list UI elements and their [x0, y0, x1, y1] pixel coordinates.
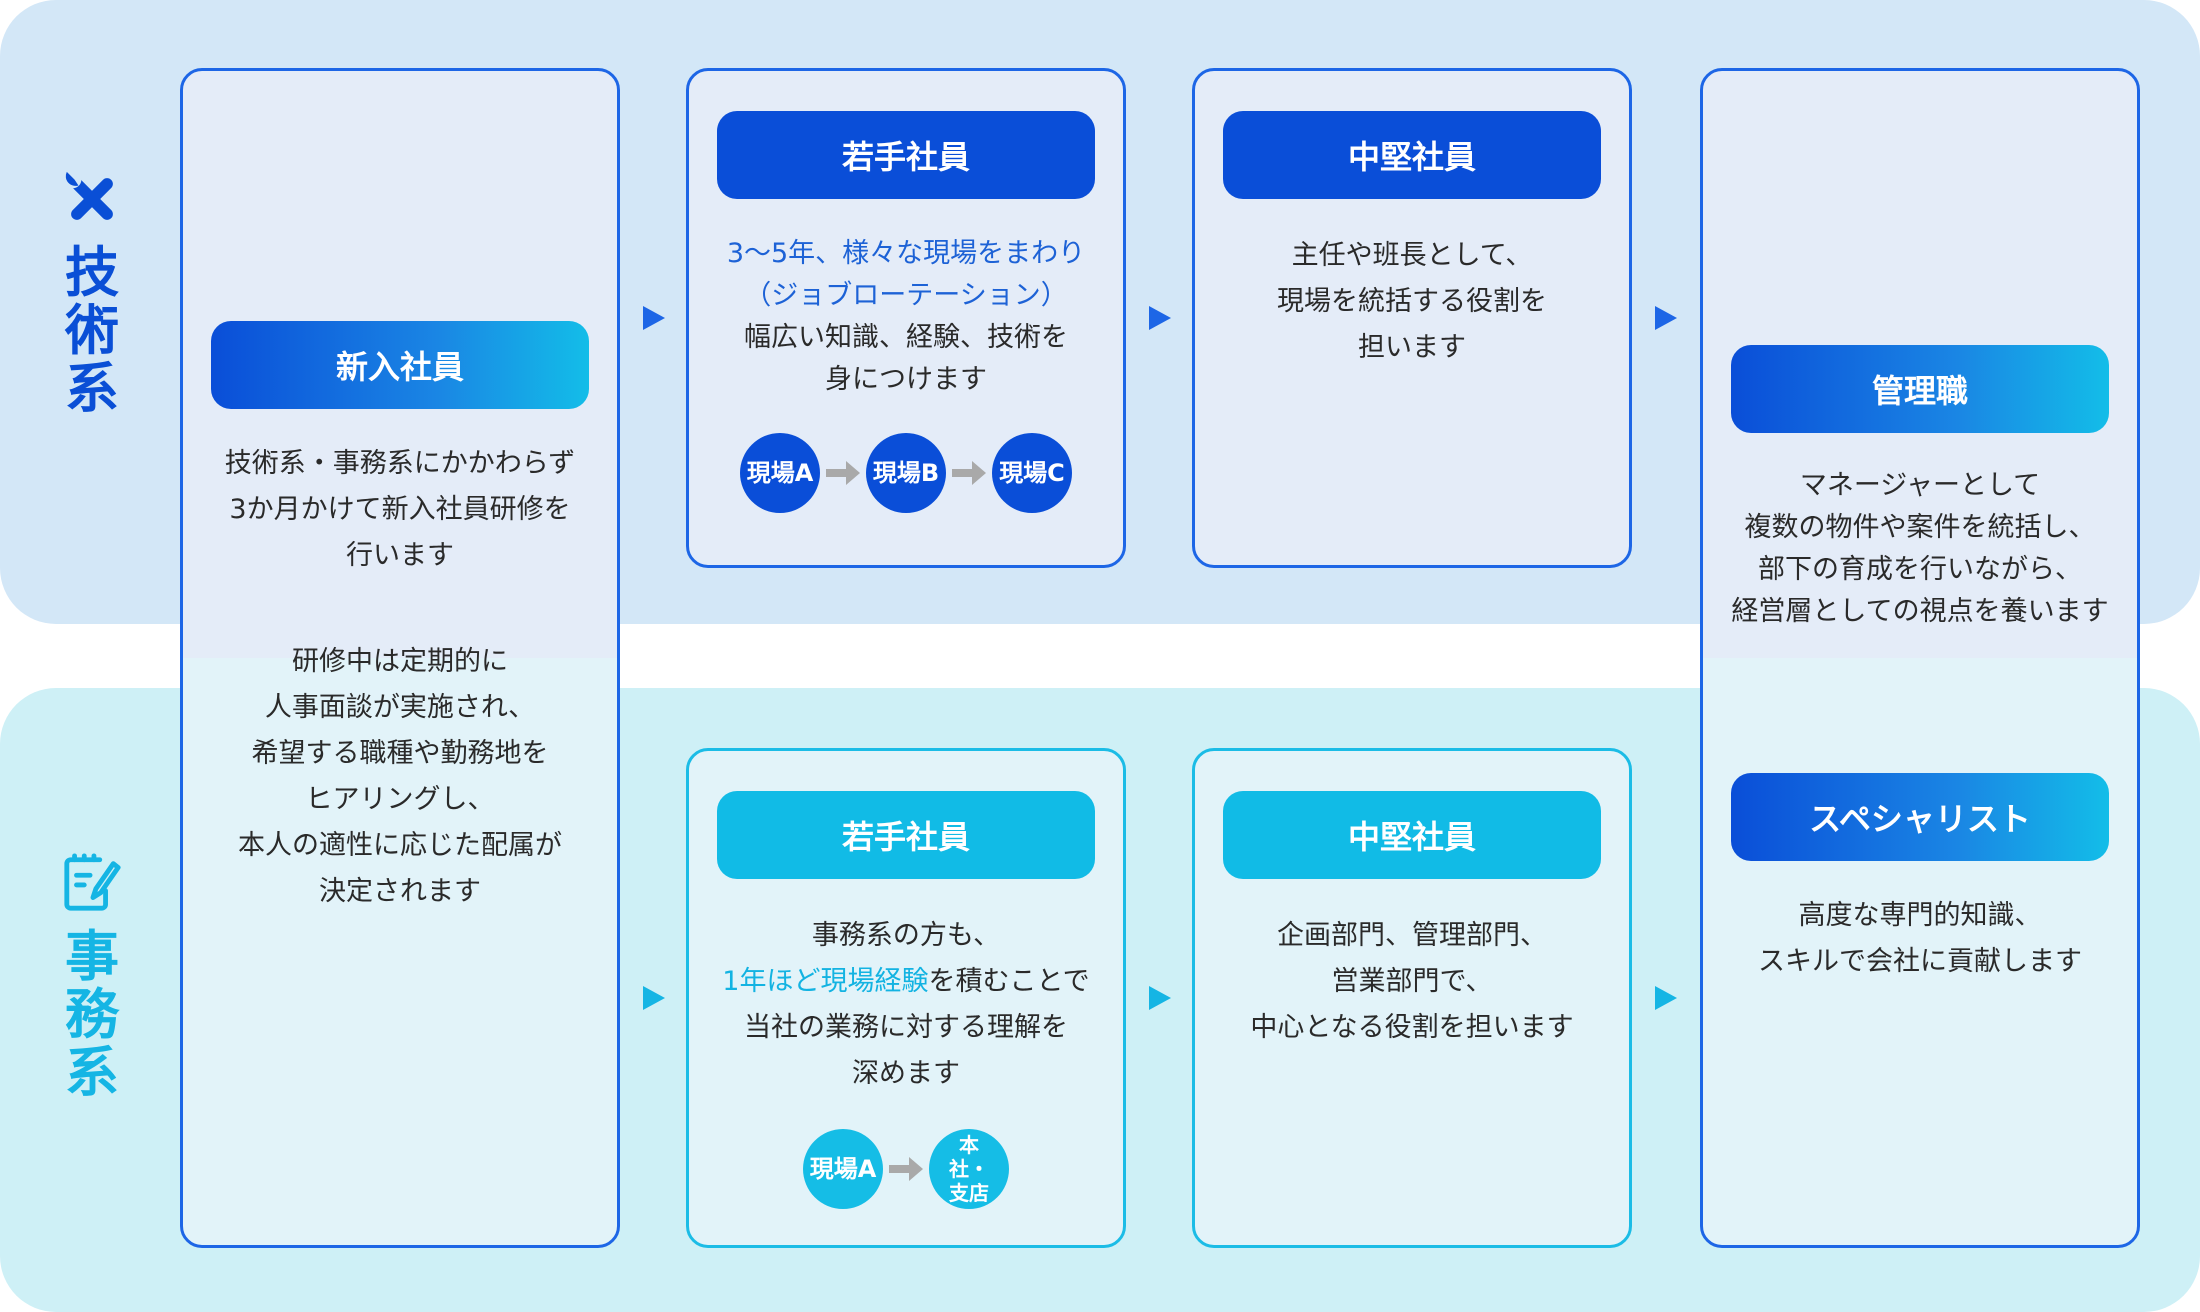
flow-arrow-icon [643, 306, 665, 330]
flow-arrow-icon [643, 986, 665, 1010]
tech-label-char: 術 [65, 299, 119, 362]
specialist-title: スペシャリスト [1731, 773, 2109, 861]
arrow-right-icon [952, 461, 986, 485]
office-young-card: 若手社員 事務系の方も、 1年ほど現場経験を積むことで 当社の業務に対する理解を… [686, 748, 1126, 1248]
office-mid-line: 企画部門、管理部門、 [1277, 920, 1547, 951]
tech-young-description: 3〜5年、様々な現場をまわり （ジョブローテーション） 幅広い知識、経験、技術を… [699, 233, 1113, 401]
office-young-line-rest: を積むことで [928, 966, 1090, 997]
newhire-line: 行います [346, 540, 454, 571]
newhire-line: ヒアリングし、 [305, 784, 495, 815]
specialist-line: 高度な専門的知識、 [1798, 900, 2042, 931]
office-young-line: 当社の業務に対する理解を [744, 1012, 1068, 1043]
manager-line: 経営層としての視点を養います [1731, 596, 2109, 627]
site-chip: 現場B [866, 433, 946, 513]
tech-mid-card: 中堅社員 主任や班長として、 現場を統括する役割を 担います [1192, 68, 1632, 568]
tech-young-highlight-line: （ジョブローテーション） [744, 280, 1068, 311]
headquarters-chip: 本社・支店 [929, 1129, 1009, 1209]
tech-young-line: 身につけます [825, 364, 987, 395]
manager-description: マネージャーとして 複数の物件や案件を統括し、 部下の育成を行いながら、 経営層… [1713, 465, 2127, 633]
tech-mid-line: 担います [1358, 332, 1466, 363]
office-young-highlight: 1年ほど現場経験 [722, 966, 929, 997]
tech-young-card: 若手社員 3〜5年、様々な現場をまわり （ジョブローテーション） 幅広い知識、経… [686, 68, 1126, 568]
office-mid-line: 中心となる役割を担います [1250, 1012, 1574, 1043]
office-mid-line: 営業部門で、 [1331, 966, 1493, 997]
flow-arrow-icon [1149, 986, 1171, 1010]
tech-track-label: 技 術 系 [52, 168, 132, 418]
office-mid-card: 中堅社員 企画部門、管理部門、 営業部門で、 中心となる役割を担います [1192, 748, 1632, 1248]
office-rotation-flow: 現場A 本社・支店 [689, 1129, 1123, 1209]
manager-line: 部下の育成を行いながら、 [1758, 554, 2082, 585]
newhire-line: 人事面談が実施され、 [264, 692, 536, 723]
senior-card: 管理職 マネージャーとして 複数の物件や案件を統括し、 部下の育成を行いながら、… [1700, 68, 2140, 1248]
newhire-line: 決定されます [319, 876, 481, 907]
newhire-line: 3か月かけて新入社員研修を [229, 494, 571, 525]
tech-young-highlight-line: 3〜5年、様々な現場をまわり [726, 238, 1086, 269]
site-chip: 現場A [740, 433, 820, 513]
newhire-description: 技術系・事務系にかかわらず 3か月かけて新入社員研修を 行います [193, 441, 607, 579]
tech-mid-line: 主任や班長として、 [1291, 240, 1533, 271]
office-young-line: 1年ほど現場経験を積むことで [699, 959, 1113, 1005]
tech-mid-line: 現場を統括する役割を [1277, 286, 1547, 317]
office-young-description: 事務系の方も、 1年ほど現場経験を積むことで 当社の業務に対する理解を 深めます [699, 913, 1113, 1097]
newhire-card: 新入社員 技術系・事務系にかかわらず 3か月かけて新入社員研修を 行います 研修… [180, 68, 620, 1248]
manager-line: 複数の物件や案件を統括し、 [1744, 512, 2096, 543]
newhire-line: 希望する職種や勤務地を [251, 738, 549, 769]
tech-mid-description: 主任や班長として、 現場を統括する役割を 担います [1205, 233, 1619, 371]
office-young-title: 若手社員 [717, 791, 1095, 879]
site-chip: 現場A [803, 1129, 883, 1209]
office-track-label: 事 務 系 [52, 852, 132, 1102]
tech-young-line: 幅広い知識、経験、技術を [744, 322, 1068, 353]
tech-mid-title: 中堅社員 [1223, 111, 1601, 199]
flow-arrow-icon [1655, 306, 1677, 330]
tech-label-char: 技 [65, 241, 119, 304]
tech-rotation-flow: 現場A 現場B 現場C [689, 433, 1123, 513]
newhire-training-description: 研修中は定期的に 人事面談が実施され、 希望する職種や勤務地を ヒアリングし、 … [193, 639, 607, 915]
arrow-right-icon [826, 461, 860, 485]
newhire-line: 本人の適性に応じた配属が [238, 830, 562, 861]
tech-label-char: 系 [65, 357, 119, 420]
office-young-line: 事務系の方も、 [811, 920, 1001, 951]
flow-arrow-icon [1655, 986, 1677, 1010]
note-pen-icon [64, 853, 121, 911]
office-label-char: 事 [65, 925, 119, 988]
office-mid-description: 企画部門、管理部門、 営業部門で、 中心となる役割を担います [1205, 913, 1619, 1051]
manager-line: マネージャーとして [1799, 470, 2041, 501]
office-label-char: 系 [65, 1041, 119, 1104]
specialist-line: スキルで会社に貢献します [1758, 946, 2082, 977]
office-label-char: 務 [65, 983, 119, 1046]
specialist-description: 高度な専門的知識、 スキルで会社に貢献します [1713, 893, 2127, 985]
manager-title: 管理職 [1731, 345, 2109, 433]
flow-arrow-icon [1149, 306, 1171, 330]
headquarters-chip-label: 本社・支店 [949, 1133, 989, 1205]
arrow-right-icon [889, 1157, 923, 1181]
office-mid-title: 中堅社員 [1223, 791, 1601, 879]
tech-young-title: 若手社員 [717, 111, 1095, 199]
newhire-line: 研修中は定期的に [292, 646, 508, 677]
newhire-line: 技術系・事務系にかかわらず [224, 448, 576, 479]
office-young-line: 深めます [852, 1058, 960, 1089]
newhire-title: 新入社員 [211, 321, 589, 409]
site-chip: 現場C [992, 433, 1072, 513]
tools-icon [63, 170, 113, 220]
